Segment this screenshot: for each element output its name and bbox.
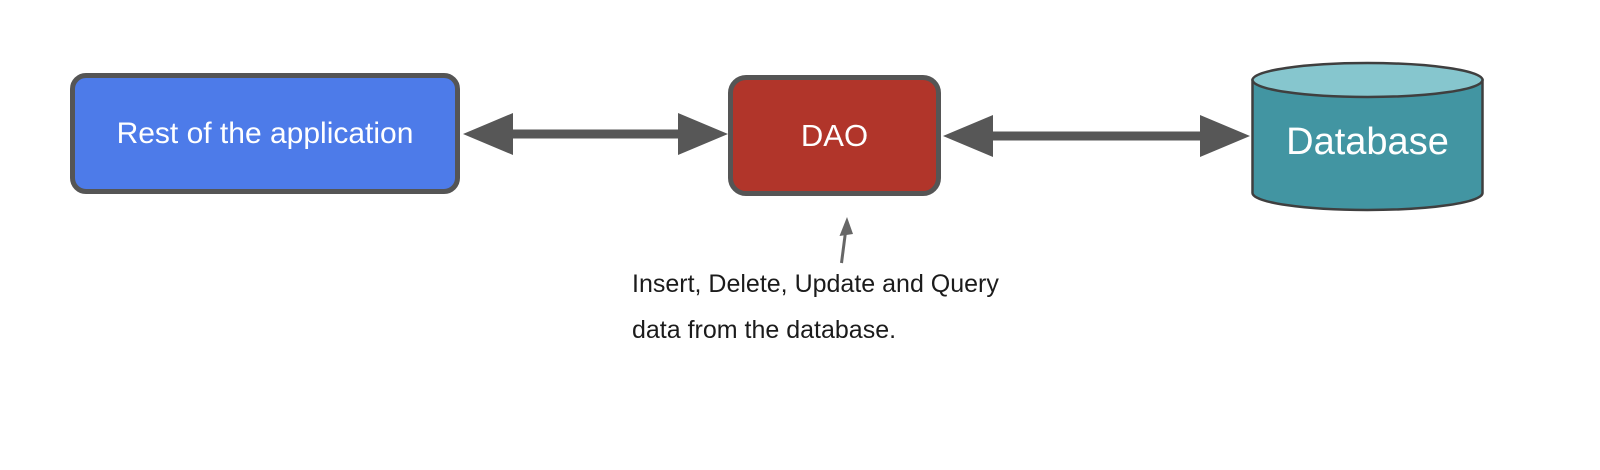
double-arrow-dao-database <box>943 115 1250 157</box>
node-database-cylinder <box>1251 61 1484 212</box>
annotation-line-2: data from the database. <box>632 316 897 344</box>
annotation-arrow-head <box>839 217 853 236</box>
annotation-text: Insert, Delete, Update and Query data fr… <box>632 272 999 343</box>
annotation-line-1: Insert, Delete, Update and Query <box>632 270 999 298</box>
double-arrow-app-dao <box>463 113 728 155</box>
database-cylinder-top <box>1251 61 1484 99</box>
node-database-label: Database <box>1286 121 1449 163</box>
node-rest-of-application: Rest of the application <box>70 73 460 194</box>
node-dao-label: DAO <box>800 117 869 153</box>
node-rest-of-application-label: Rest of the application <box>116 116 414 150</box>
database-cylinder-body <box>1251 78 1484 212</box>
node-dao: DAO <box>728 75 941 196</box>
annotation-arrow-shaft <box>840 231 847 264</box>
